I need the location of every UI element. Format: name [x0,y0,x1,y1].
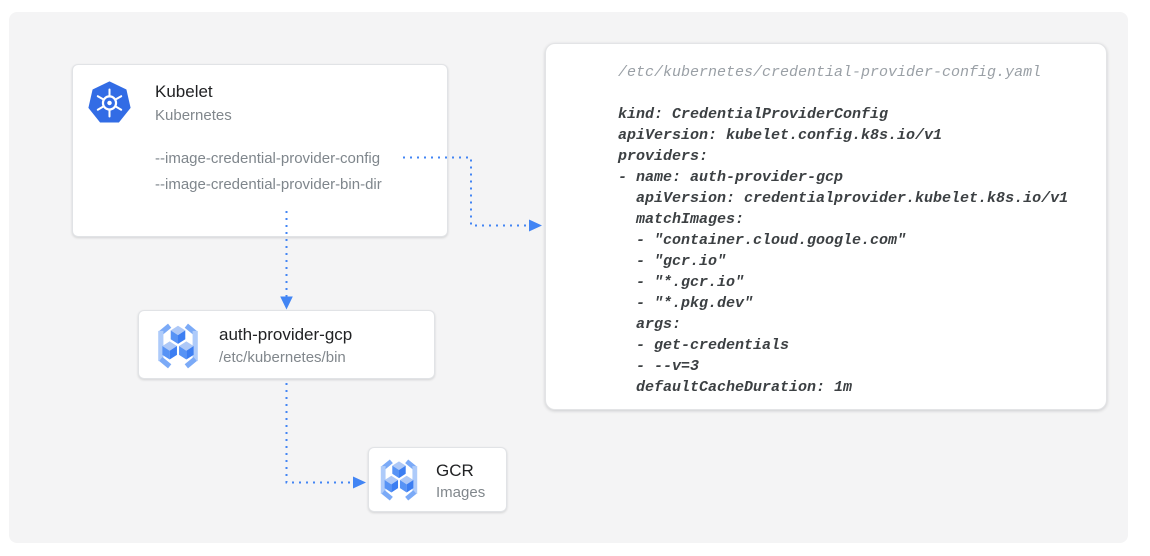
config-file-path: /etc/kubernetes/credential-provider-conf… [618,64,1042,81]
auth-provider-gcp-title: auth-provider-gcp [219,325,353,344]
auth-provider-gcp-path: /etc/kubernetes/bin [219,349,346,366]
gcr-title: GCR [436,461,474,480]
kubelet-flags: --image-credential-provider-config --ima… [155,146,382,197]
flag-image-credential-provider-bin-dir: --image-credential-provider-bin-dir [155,175,382,193]
container-registry-icon [153,321,203,371]
auth-provider-gcp-node: auth-provider-gcp /etc/kubernetes/bin [138,310,435,379]
config-yaml-content: kind: CredentialProviderConfig apiVersio… [618,106,1069,396]
container-registry-icon [376,457,422,503]
kubernetes-icon [87,80,132,125]
kubelet-node: Kubelet Kubernetes --image-credential-pr… [72,64,448,237]
kubelet-subtitle: Kubernetes [155,107,232,124]
credential-provider-config-card: /etc/kubernetes/credential-provider-conf… [545,43,1107,410]
gcr-node: GCR Images [368,447,507,512]
gcr-subtitle: Images [436,484,486,501]
flag-image-credential-provider-config: --image-credential-provider-config [155,150,381,167]
kubelet-title: Kubelet [155,82,213,101]
